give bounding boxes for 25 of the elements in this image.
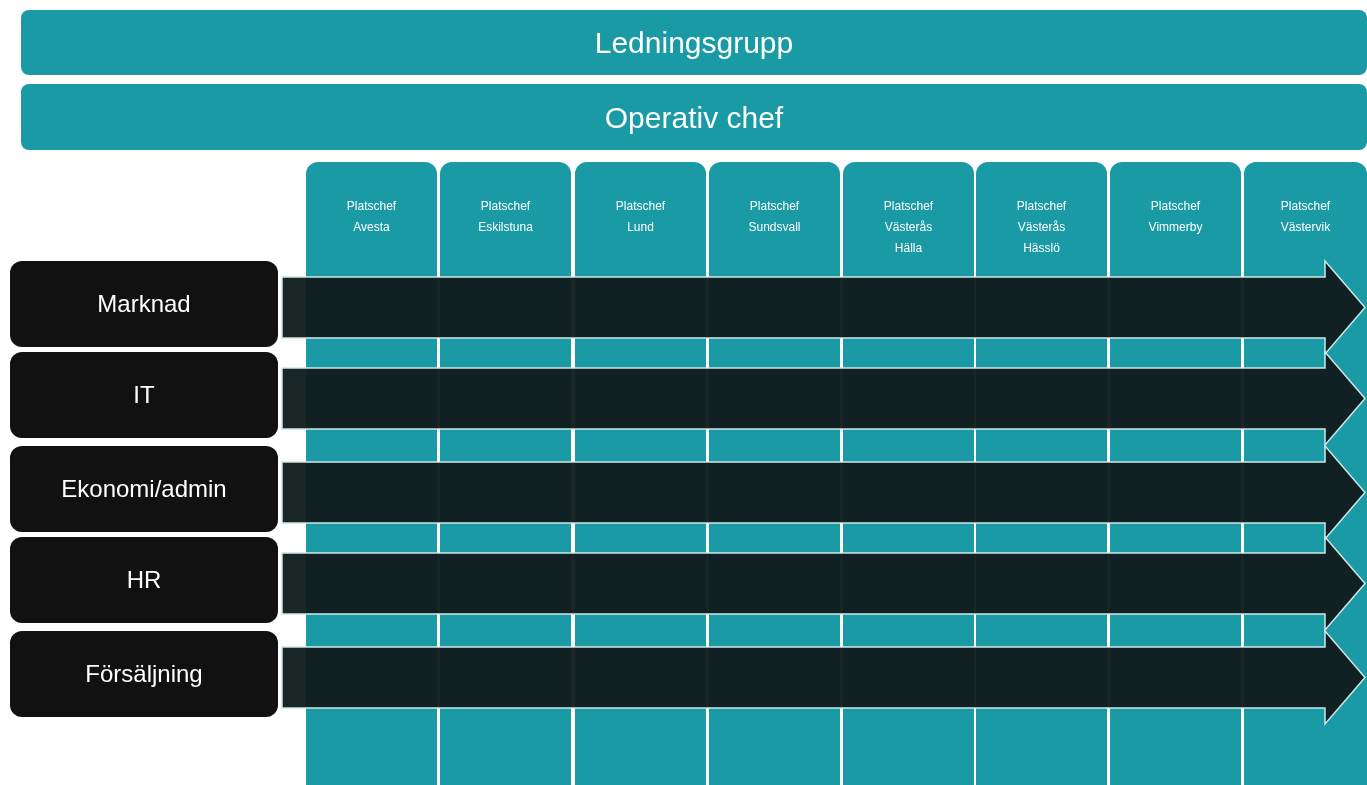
block-arrow: [281, 349, 1366, 448]
column-title: Platschef Sundsvall: [747, 198, 802, 236]
department-label: Marknad: [97, 289, 191, 319]
column-title: Platschef Eskilstuna: [477, 198, 534, 236]
department-label: HR: [126, 565, 162, 595]
band-title: Ledningsgrupp: [594, 25, 794, 61]
column-title: Platschef Västervik: [1279, 198, 1332, 236]
department-box: [10, 261, 278, 347]
column-title: Platschef Västerås Hälla: [882, 198, 935, 257]
department-box: [10, 631, 278, 717]
department-label: Försäljning: [85, 659, 203, 689]
header-band: [21, 84, 1367, 150]
header-band: [21, 10, 1367, 75]
department-label: Ekonomi/admin: [61, 474, 227, 504]
column-title: Platschef Västerås Hässlö: [1015, 198, 1068, 257]
block-arrow: [281, 534, 1366, 633]
department-box: [10, 537, 278, 623]
department-label: IT: [133, 380, 155, 410]
column-title: Platschef Avesta: [345, 198, 398, 236]
department-box: [10, 446, 278, 532]
band-title: Operativ chef: [604, 99, 784, 136]
column-title: Platschef Lund: [614, 198, 667, 236]
column-title: Platschef Vimmerby: [1147, 198, 1204, 236]
block-arrow: [281, 628, 1366, 727]
department-box: [10, 352, 278, 438]
